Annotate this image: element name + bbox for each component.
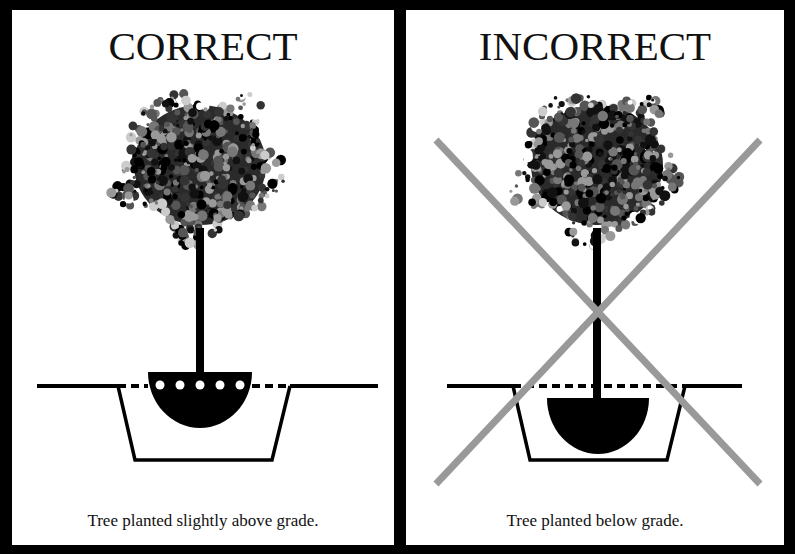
tree-canopy — [106, 89, 286, 250]
grade-dots — [156, 381, 245, 390]
diagram-panel: INCORRECT Tree planted below grade. — [406, 10, 784, 545]
grade-line — [118, 384, 148, 388]
panel-ground — [12, 10, 394, 545]
grade-line — [685, 384, 742, 388]
panel-heading: INCORRECT — [406, 24, 784, 69]
root-ball — [148, 372, 252, 428]
correct-planting — [37, 89, 378, 460]
cross-mark — [436, 140, 760, 484]
tree-canopy — [507, 91, 684, 249]
panel-heading: CORRECT — [12, 24, 394, 69]
grade-line — [37, 384, 118, 388]
panel-caption: Tree planted slightly above grade. — [12, 511, 394, 531]
grade-line — [252, 384, 290, 388]
panel-ground — [406, 10, 784, 545]
grade-line — [290, 384, 378, 388]
grade-line — [513, 384, 685, 388]
root-ball — [547, 398, 649, 454]
planting-hole — [513, 386, 685, 460]
panel-caption: Tree planted below grade. — [406, 511, 784, 531]
tree-trunk — [196, 228, 204, 378]
diagram-panel: CORRECT Tree planted slightly above grade… — [12, 10, 394, 545]
grade-line — [447, 384, 513, 388]
incorrect-planting — [436, 91, 760, 484]
cross-mark — [436, 140, 760, 484]
